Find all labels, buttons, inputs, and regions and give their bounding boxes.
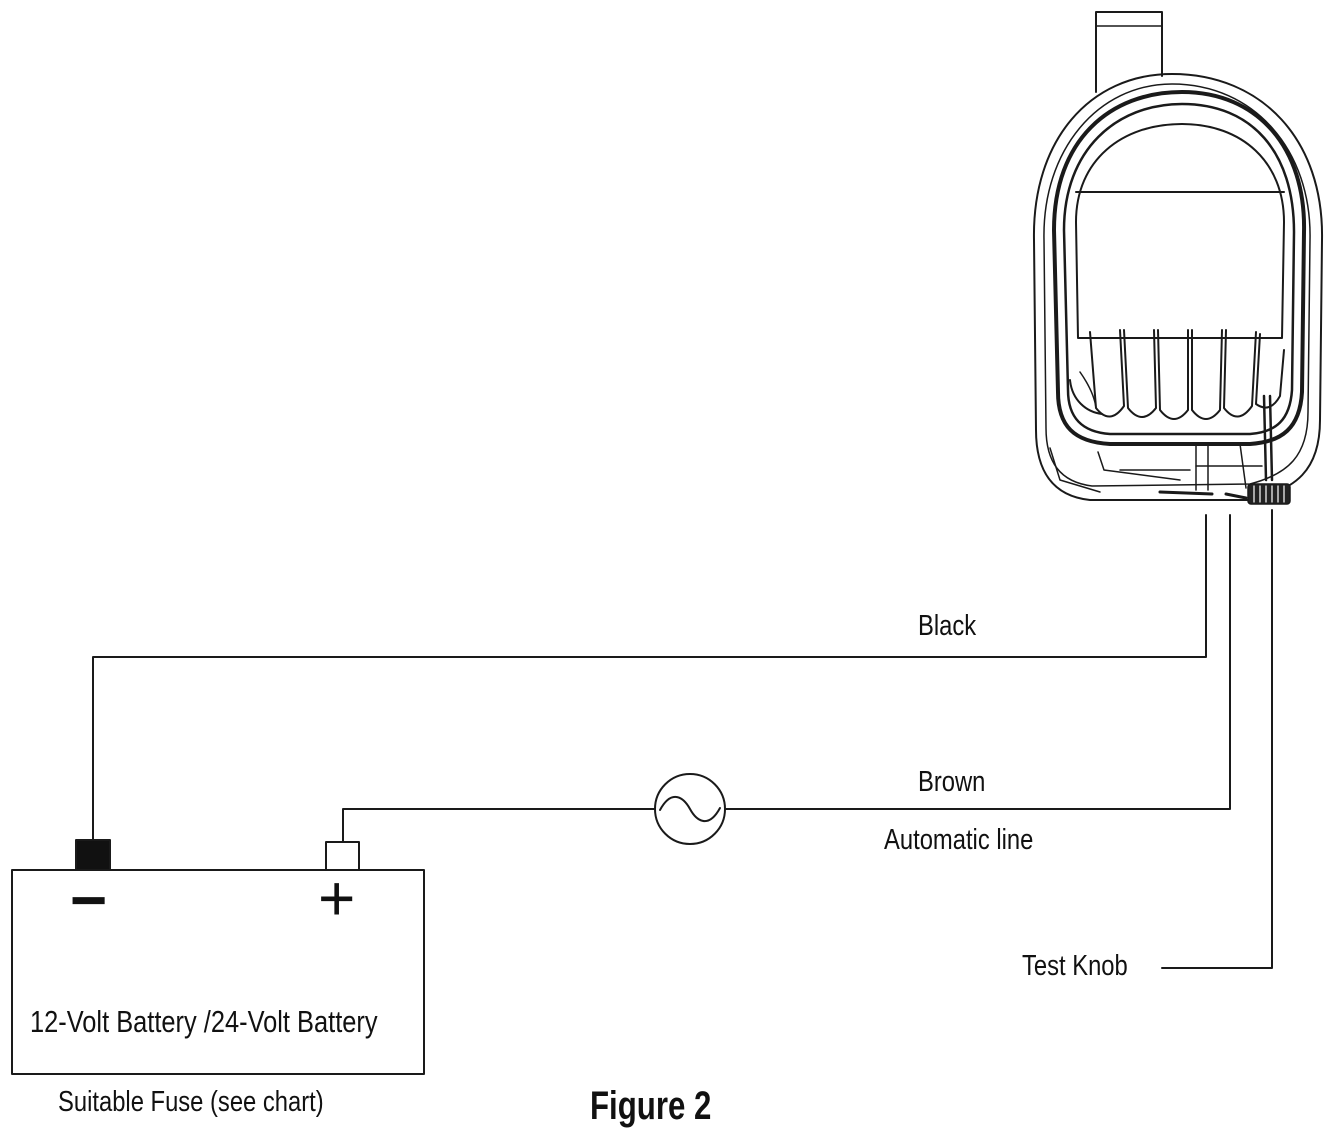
positive-symbol: + xyxy=(318,862,356,934)
figure-caption: Figure 2 xyxy=(590,1084,712,1128)
positive-terminal xyxy=(325,841,360,871)
brown-wire-label: Brown xyxy=(918,766,986,798)
fuse-icon xyxy=(654,773,726,845)
negative-symbol: − xyxy=(70,864,108,936)
test-knob-label: Test Knob xyxy=(1022,950,1128,982)
battery-icon xyxy=(11,839,425,1075)
black-wire xyxy=(92,514,1207,841)
battery-label: 12-Volt Battery /24-Volt Battery xyxy=(30,1004,378,1039)
bilge-pump-icon xyxy=(1032,11,1324,505)
automatic-line-label: Automatic line xyxy=(884,824,1034,856)
brown-wire xyxy=(342,514,1231,843)
black-wire-label: Black xyxy=(918,610,977,642)
fuse-caption: Suitable Fuse (see chart) xyxy=(58,1086,324,1118)
test-knob-line xyxy=(1161,509,1273,969)
negative-terminal xyxy=(75,839,111,871)
